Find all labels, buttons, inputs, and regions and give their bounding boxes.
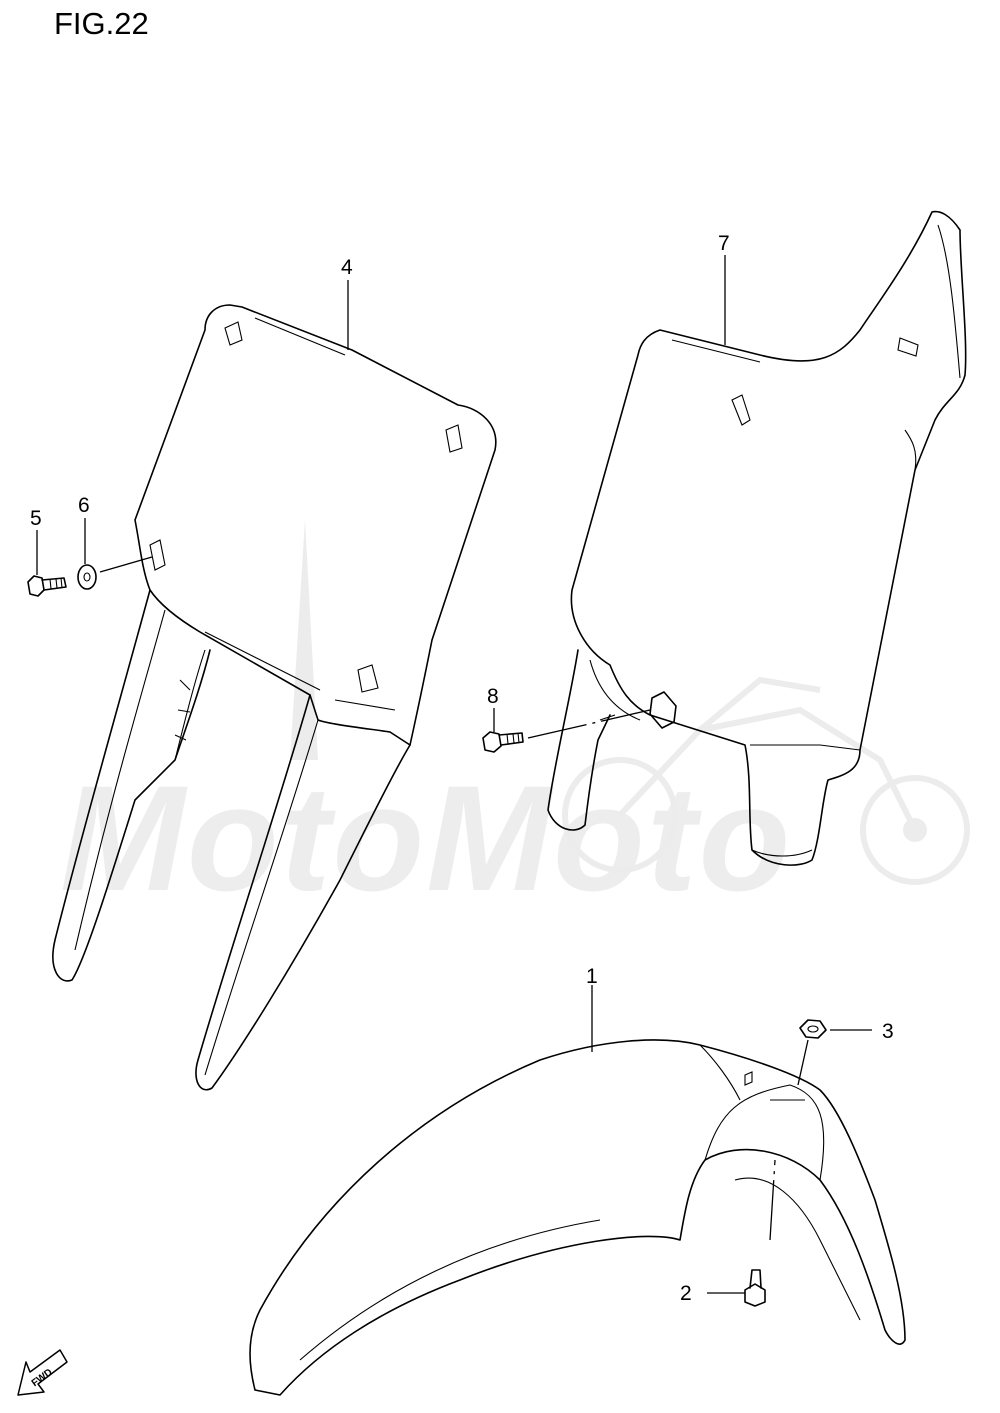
callout-2: 2 — [680, 1282, 692, 1305]
part-4-number-plate[interactable] — [52, 304, 497, 1091]
bolt-8-head — [482, 731, 502, 753]
bolt-thread — [49, 577, 63, 590]
mount-hole-left — [149, 539, 166, 571]
leader-8-to-grommet — [527, 709, 651, 739]
watermark-tank — [698, 676, 821, 733]
number-stay-edge — [937, 224, 961, 379]
watermark-wheel-rear — [562, 757, 678, 873]
fork-guard-right — [195, 694, 411, 1091]
nut-3-outer — [799, 1019, 827, 1039]
fender-outline — [249, 1039, 906, 1396]
nut-3-hole — [807, 1025, 819, 1033]
callout-7: 7 — [718, 232, 730, 255]
callout-8: 8 — [487, 685, 499, 708]
fwd-direction-badge: FWD — [17, 1349, 68, 1396]
callout-1: 1 — [586, 965, 598, 988]
fork-guard-right-ridge — [204, 719, 319, 1076]
watermark: MotoMoto — [60, 520, 970, 922]
part-7-headlight-cover[interactable] — [547, 210, 967, 866]
leader-6-to-plate — [99, 556, 153, 573]
cover-top-edge — [671, 339, 761, 363]
fender-rib — [299, 1219, 601, 1361]
fork-guard-left-inner — [174, 649, 206, 761]
bolt-head — [27, 575, 45, 597]
fork-guard-left-7-lip — [599, 714, 616, 721]
mount-hole-top-left — [224, 321, 243, 346]
fender-crest — [699, 1044, 741, 1101]
washer-hole — [83, 572, 91, 582]
fender-inner-arch — [704, 1084, 825, 1181]
bolt-shank — [41, 577, 67, 591]
fork-guard-left-ridge — [74, 609, 166, 951]
mount-hole-top-right — [445, 424, 463, 453]
part-6-washer[interactable] — [77, 564, 97, 590]
cover-right-curve — [904, 429, 917, 471]
fender-inner-shadow — [734, 1177, 861, 1321]
bolt-8-shank — [498, 732, 524, 746]
part-3-nut[interactable] — [799, 1019, 827, 1039]
watermark-text: MotoMoto — [60, 754, 792, 922]
part-8-bolt[interactable] — [482, 731, 524, 753]
bolt-8-thread — [506, 732, 520, 745]
fork-guard-left-7 — [547, 649, 611, 831]
cover-grommet — [649, 691, 677, 729]
cover-mount-hole — [731, 394, 751, 426]
watermark-frame — [617, 706, 918, 832]
fork-guard-right-tip — [751, 849, 813, 857]
number-plate-outline — [134, 304, 497, 746]
watermark-wheel — [860, 775, 970, 885]
fork-guard-left-slots — [174, 679, 191, 741]
arrow-left-down-icon — [17, 1349, 68, 1396]
fork-guard-left — [52, 589, 211, 982]
number-plate-bottom-edge — [334, 699, 396, 711]
number-plate-top-edge — [254, 317, 346, 356]
figure-title: FIG.22 — [54, 6, 149, 41]
bolt-2-shank — [749, 1269, 762, 1289]
fork-guard-left-7-curve — [589, 659, 641, 721]
washer-outer — [77, 564, 97, 590]
cover-tab-slot — [897, 337, 919, 357]
leader-2-to-fender — [769, 1159, 776, 1241]
callout-5: 5 — [30, 507, 42, 530]
callout-6: 6 — [78, 494, 90, 517]
part-2-bolt[interactable] — [744, 1269, 766, 1307]
watermark-spire — [290, 520, 318, 760]
part-1-front-fender[interactable] — [249, 1039, 906, 1396]
cover-bottom-edge — [750, 744, 861, 751]
fender-mount-hole-1 — [744, 1071, 753, 1086]
headlight-cover-outline — [570, 210, 967, 866]
leader-3-to-fender — [797, 1039, 809, 1086]
callout-3: 3 — [882, 1020, 894, 1043]
callout-4: 4 — [341, 256, 353, 279]
mount-hole-bottom — [357, 664, 379, 693]
part-5-bolt[interactable] — [27, 575, 67, 597]
number-plate-lower-edge — [204, 631, 321, 691]
bolt-2-head — [744, 1283, 766, 1307]
